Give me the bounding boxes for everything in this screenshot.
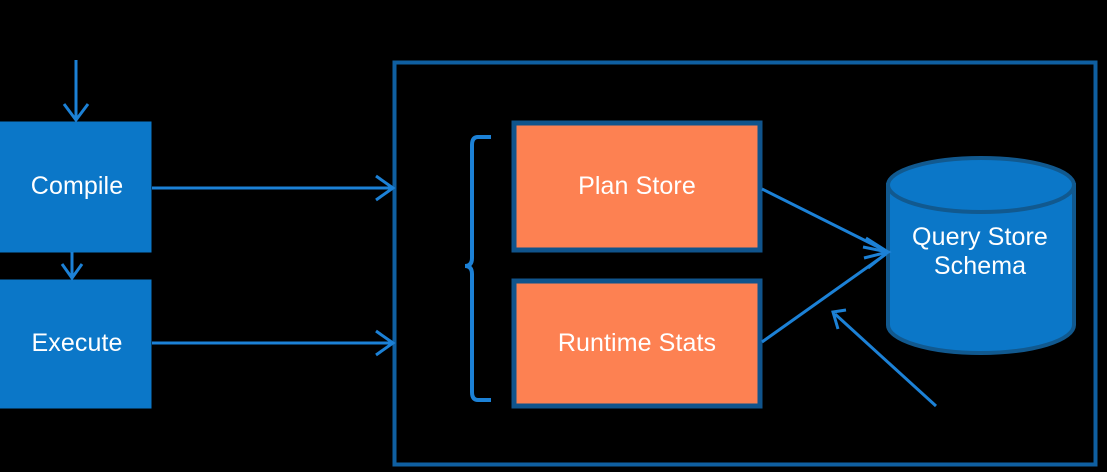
edge-external-schema: [831, 308, 938, 408]
edge-runtime-schema: [761, 245, 892, 344]
arrows-group: [60, 60, 938, 408]
edge-input-compile: [62, 60, 90, 123]
compile-box[interactable]: [0, 121, 152, 253]
edge-execute-container: [152, 329, 396, 357]
plan-store-box[interactable]: [511, 120, 763, 253]
query-store-container[interactable]: [392, 60, 1098, 467]
edge-compile-container: [152, 174, 396, 202]
grouping-brace: [464, 135, 491, 402]
edge-compile-execute: [60, 252, 84, 281]
execute-box[interactable]: [0, 279, 152, 409]
query-store-schema-cylinder[interactable]: [886, 156, 1076, 355]
runtime-stats-box[interactable]: [511, 278, 763, 409]
